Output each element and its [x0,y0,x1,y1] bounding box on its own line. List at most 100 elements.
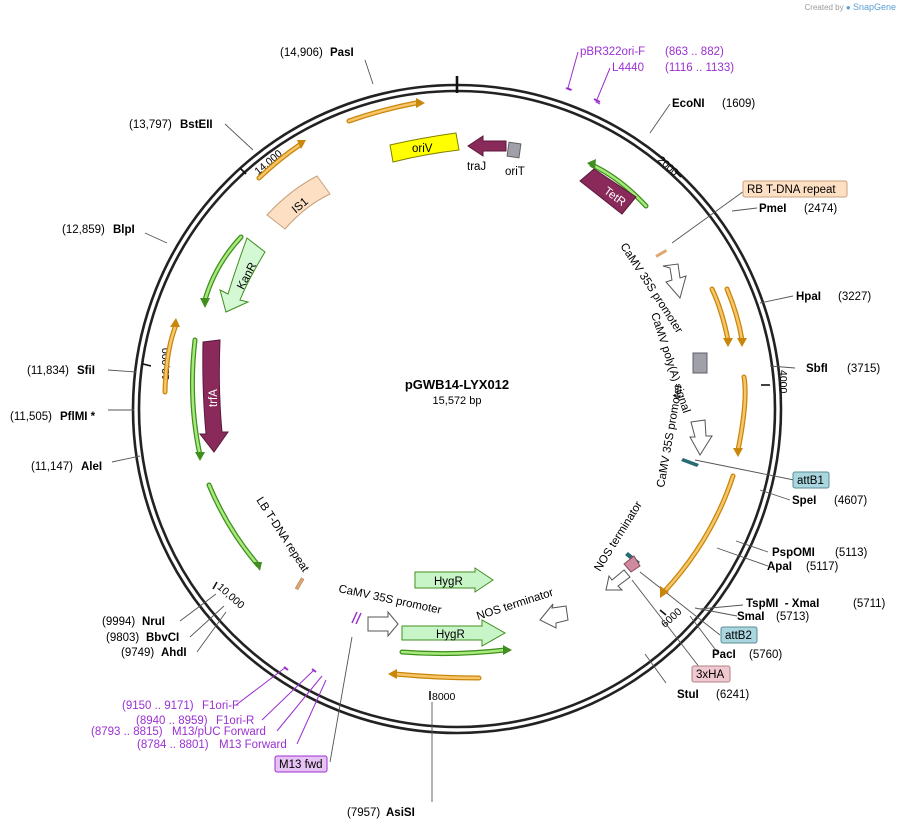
rb-repeat-label: RB T-DNA repeat [747,184,836,196]
primer-range-l4440: (1116 .. 1133) [665,62,734,74]
site-name-bsteii: BstEII [180,119,213,131]
tick-label-10000: 10,000 [215,581,247,612]
site-pos-sfii: (11,834) [27,365,69,377]
site-name-nrui: NruI [142,616,165,628]
feature-label-trfa: trfA [208,389,220,407]
feature-kanr: KanR [219,237,266,313]
plasmid-name: pGWB14-LYX012 [405,377,509,392]
site-name-blpi: BlpI [113,224,135,236]
primer-name-f1ori-f: F1ori-F [202,700,239,712]
primer-range-m13fwd: (8784 .. 8801) [137,739,209,751]
feature-traj: traJ oriT [467,135,525,178]
site-pos-pmei: (2474) [804,203,837,215]
tick-label-8000: 8000 [432,691,456,703]
site-pos-apai: (5117) [806,561,839,573]
site-name-sfii: SfiI [77,365,95,377]
small-feature-marks [294,249,699,625]
primer-range-pbr322ori-f: (863 .. 882) [665,46,724,58]
orf-arcs [162,100,748,681]
site-pos-stui: (6241) [716,689,749,701]
site-pos-spei: (4607) [834,495,867,507]
site-name-alei: AleI [81,461,102,473]
site-pos-bbvci: (9803) [106,632,139,644]
site-pos-pasi: (14,906) [280,47,323,59]
site-name-econi: EcoNI [672,98,705,110]
plasmid-title: pGWB14-LYX012 15,572 bp [405,377,509,407]
restriction-sites: (14,906) PasI (13,797) BstEII (12,859) B… [10,47,886,819]
site-pos-pspomi: (5113) [835,547,868,559]
site-name-hpai: HpaI [796,291,821,303]
snapgene-brand-text: SnapGene [852,2,896,12]
backbone [131,76,783,735]
site-pos-econi: (1609) [722,98,755,110]
plasmid-length: 15,572 bp [433,395,482,407]
primer-range-m13puc: (8793 .. 8815) [91,726,163,738]
site-pos-blpi: (12,859) [62,224,105,236]
site-name-apai: ApaI [767,561,792,573]
site-pos-smai: (5713) [776,611,809,623]
attb2-label: attB2 [725,630,752,642]
primer-name-pbr322ori-f: pBR322ori-F [580,46,645,58]
feature-hygr-upper: HygR [414,567,494,593]
polya-signal-block [692,352,708,374]
site-pos-paci: (5760) [749,649,782,661]
snapgene-logo-icon: ● [845,3,851,12]
site-name-asisi: AsiSI [386,807,415,819]
feature-label-oriv: oriV [412,143,433,155]
tick-6000 [659,609,667,616]
site-name-pmei: PmeI [759,203,787,215]
created-by-text: Created by [804,3,844,12]
tick-10000 [212,581,218,590]
lb-repeat-mark [294,577,305,591]
site-pos-ahdi: (9749) [121,647,154,659]
site-pos-pflmi: (11,505) [10,411,52,423]
primer-range-f1ori-r: (8940 .. 8959) [136,715,208,727]
primer-name-f1ori-r: F1ori-R [216,715,254,727]
camv-promoter-arrow-mid [689,419,713,456]
primer-leader-lines [235,51,611,745]
feature-tetr: TetR [579,168,637,215]
primer-name-l4440: L4440 [612,62,644,74]
site-name-pflmi: PflMI * [60,411,96,423]
site-pos-nrui: (9994) [102,616,135,628]
site-name-bbvci: BbvCI [146,632,179,644]
site-name-ahdi: AhdI [161,647,187,659]
site-pos-sbfi: (3715) [847,363,880,375]
site-name-sbfi: SbfI [806,363,828,375]
tick-14000 [239,167,247,175]
feature-label-orit: oriT [505,166,525,178]
site-pos-tspmi-xmai: (5711) [853,598,886,610]
nos-terminator-arrow-bottom [539,603,569,629]
feature-label-hygr-upper: HygR [434,576,463,588]
primer-marks [283,87,601,673]
m13-fwd-label: M13 fwd [279,759,322,771]
ha-tag-label: 3xHA [696,669,724,681]
feature-label-camv-mid: CaMV 35S promoter [655,383,685,488]
feature-label-traj: traJ [467,161,486,173]
site-name-paci: PacI [712,649,736,661]
site-leader-lines [107,59,796,802]
primer-range-f1ori-f: (9150 .. 9171) [122,700,194,712]
rb-repeat-mark [655,249,668,258]
tick-label-4000: 4000 [777,370,789,394]
nos-terminator-arrow-right [605,569,631,591]
primer-name-m13puc: M13/pUC Forward [172,726,266,738]
orf-arrowheads [170,98,747,679]
feature-is1: IS1 [266,175,331,230]
scale-ticks [142,167,770,700]
feature-label-hygr-lower: HygR [436,629,465,641]
attb1-mark [681,458,699,467]
site-pos-hpai: (3227) [838,291,871,303]
site-name-smai: SmaI [737,611,765,623]
site-name-pasi: PasI [330,47,354,59]
site-name-spei: SpeI [792,495,816,507]
site-pos-asisi: (7957) [347,807,380,819]
site-pos-alei: (11,147) [31,461,73,473]
regulatory-arrows [367,263,713,638]
ha-tag-mark [623,555,641,573]
camv-promoter-arrow-top [662,263,687,300]
camv-promoter-arrow-bottom [367,610,399,638]
feature-label-lb-repeat: LB T-DNA repeat [253,495,311,575]
site-name-pspomi: PspOMI [772,547,815,559]
